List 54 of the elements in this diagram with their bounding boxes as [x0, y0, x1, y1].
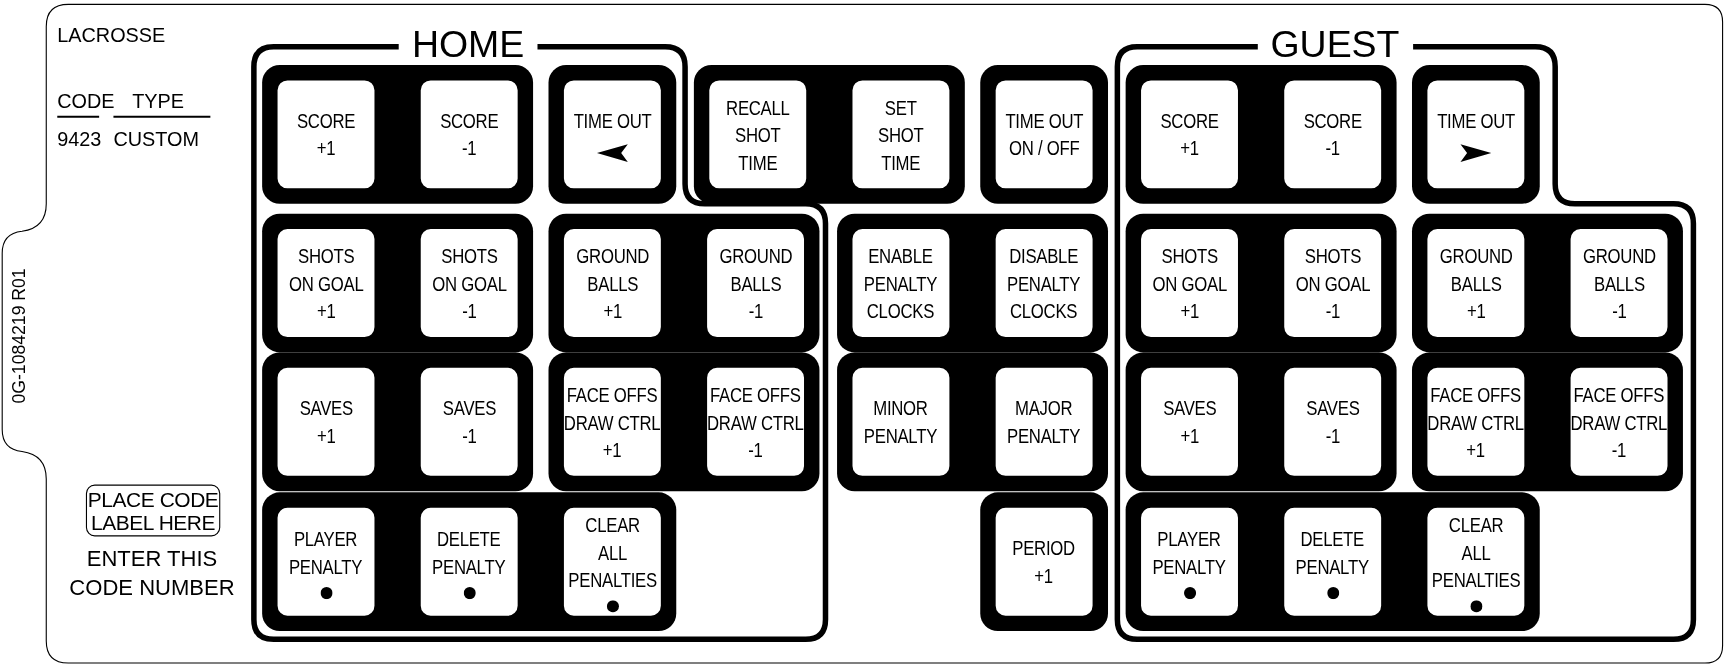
- key-label: PLAYER PENALTY: [289, 526, 363, 580]
- key-label: CLEAR ALL PENALTIES: [1431, 512, 1521, 594]
- key-label: MINOR PENALTY: [864, 395, 938, 450]
- keypad-key: [992, 504, 1096, 619]
- key-label: SAVES -1: [442, 395, 496, 450]
- key-label: GROUND BALLS +1: [575, 242, 649, 325]
- instruction-text: ENTER THIS CODE NUMBER: [68, 545, 236, 602]
- key-label: DELETE PENALTY: [1296, 526, 1370, 580]
- key-label: SHOTS ON GOAL +1: [1152, 242, 1227, 325]
- keypad-key: [849, 77, 953, 192]
- key-label: SAVES +1: [299, 395, 353, 450]
- key-label: PLAYER PENALTY: [1152, 526, 1227, 580]
- key-label: DISABLE PENALTY CLOCKS: [1007, 242, 1081, 325]
- key-label: FACE OFFS DRAW CTRL +1: [1427, 381, 1525, 463]
- code-label-box: PLACE CODE LABEL HERE: [85, 484, 221, 537]
- key-label: PERIOD +1: [1012, 535, 1076, 590]
- key-label: GROUND BALLS -1: [719, 242, 792, 325]
- key-label: GROUND BALLS +1: [1439, 242, 1513, 325]
- key-label: MAJOR PENALTY: [1007, 395, 1081, 450]
- key-label: TIME OUT: [573, 107, 652, 134]
- key-label: SCORE +1: [1160, 108, 1219, 162]
- keypad-key: [1424, 77, 1528, 192]
- key-label: FACE OFFS DRAW CTRL -1: [707, 381, 804, 463]
- keypad-key: [417, 77, 521, 192]
- keypad-key: [274, 504, 378, 619]
- column-heading: CODE: [57, 90, 115, 113]
- keypad-key: [992, 77, 1096, 192]
- key-label: SCORE +1: [296, 108, 356, 162]
- type-value: CUSTOM: [113, 128, 199, 151]
- key-label: SHOTS ON GOAL -1: [1295, 242, 1370, 325]
- part-number: 0G-1084219 R01: [8, 268, 30, 404]
- column-heading: TYPE: [132, 90, 184, 113]
- key-label: SAVES +1: [1162, 395, 1217, 450]
- key-label: TIME OUT: [1436, 107, 1515, 134]
- key-label: SET SHOT TIME: [878, 94, 924, 176]
- key-label: SCORE -1: [440, 108, 499, 162]
- key-label: FACE OFFS DRAW CTRL +1: [564, 381, 661, 463]
- key-label: FACE OFFS DRAW CTRL -1: [1570, 381, 1668, 463]
- key-label: RECALL SHOT TIME: [726, 94, 790, 176]
- keypad-key: [417, 504, 521, 619]
- key-label: ENABLE PENALTY CLOCKS: [864, 242, 938, 325]
- keypad-key: [706, 77, 810, 192]
- keypad-key: [1424, 504, 1528, 619]
- sport-label: LACROSSE: [57, 24, 166, 47]
- key-label: CLEAR ALL PENALTIES: [568, 512, 657, 594]
- keypad-key: [274, 77, 378, 192]
- key-label: SHOTS ON GOAL -1: [431, 242, 507, 325]
- key-label: SHOTS ON GOAL +1: [288, 242, 364, 325]
- key-label: GROUND BALLS -1: [1582, 242, 1656, 325]
- key-label: DELETE PENALTY: [432, 526, 506, 580]
- key-label: SCORE -1: [1303, 108, 1362, 162]
- code-number: 9423: [57, 128, 102, 151]
- key-label: TIME OUT ON / OFF: [1005, 108, 1084, 162]
- key-label: SAVES -1: [1306, 395, 1360, 450]
